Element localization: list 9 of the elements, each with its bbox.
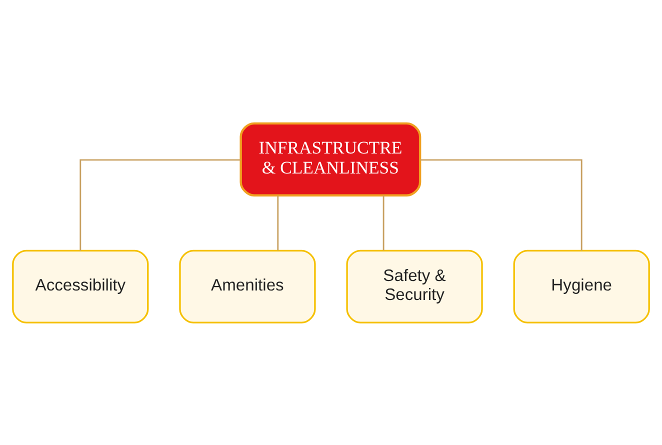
node-box: Hygiene: [513, 249, 650, 323]
node-box: INFRASTRUCTRE & CLEANLINESS: [240, 122, 422, 196]
connector: [382, 195, 384, 250]
node-box: Safety & Security: [346, 249, 483, 323]
node-box: Accessibility: [12, 249, 149, 323]
connector: [277, 195, 279, 250]
connector: [420, 158, 582, 250]
node-box: Amenities: [179, 249, 316, 323]
connector: [80, 158, 241, 250]
